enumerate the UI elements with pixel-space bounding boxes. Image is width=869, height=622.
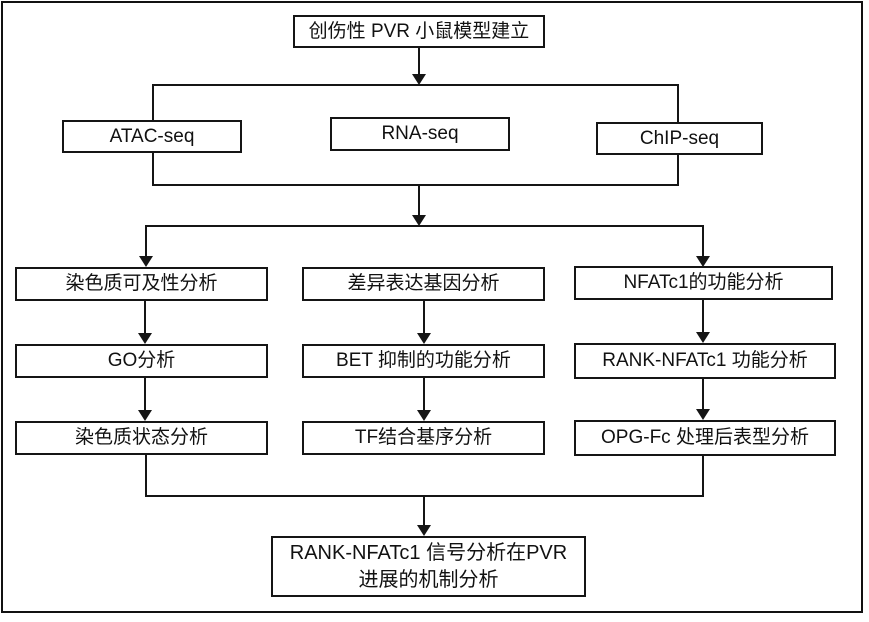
connector-merge-left — [145, 455, 147, 497]
node-chip-seq-label: ChIP-seq — [639, 127, 720, 149]
node-rank-nfatc1-function: RANK-NFATc1 功能分析 — [574, 343, 836, 379]
node-go-analysis: GO分析 — [15, 344, 268, 378]
node-nfatc1-function: NFATc1的功能分析 — [574, 266, 833, 300]
connector-mid1-mid2 — [423, 301, 425, 333]
connector-group-to-split — [418, 186, 420, 216]
node-tf-motif-label: TF结合基序分析 — [354, 427, 493, 449]
arrowhead-right1-right2 — [696, 332, 710, 343]
node-chromatin-accessibility: 染色质可及性分析 — [15, 267, 268, 301]
node-chip-seq: ChIP-seq — [596, 122, 763, 155]
arrowhead-group-to-split — [412, 215, 426, 226]
node-rna-seq-label: RNA-seq — [381, 123, 459, 145]
outer-frame — [1, 1, 863, 613]
node-atac-seq: ATAC-seq — [62, 120, 242, 153]
connector-merge-horizontal — [145, 495, 704, 497]
connector-split-left — [145, 225, 147, 256]
connector-right1-right2 — [702, 300, 704, 332]
connector-split-horizontal — [145, 225, 704, 227]
node-model-establishment: 创伤性 PVR 小鼠模型建立 — [293, 15, 545, 48]
node-chromatin-accessibility-label: 染色质可及性分析 — [65, 273, 218, 295]
node-rna-seq: RNA-seq — [330, 117, 510, 151]
node-opg-fc-phenotype-label: OPG-Fc 处理后表型分析 — [601, 427, 809, 449]
node-bet-inhibition-label: BET 抑制的功能分析 — [336, 350, 511, 372]
node-go-analysis-label: GO分析 — [107, 350, 176, 372]
arrowhead-top-to-group — [412, 74, 426, 85]
arrowhead-left1-left2 — [138, 333, 152, 344]
connector-split-right — [702, 225, 704, 256]
arrowhead-right2-right3 — [696, 409, 710, 420]
arrowhead-mid2-mid3 — [417, 410, 431, 421]
node-atac-seq-label: ATAC-seq — [109, 125, 195, 147]
arrowhead-left2-left3 — [138, 410, 152, 421]
node-rank-nfatc1-function-label: RANK-NFATc1 功能分析 — [602, 350, 808, 372]
connector-merge-right — [702, 456, 704, 497]
connector-merge-to-final — [423, 497, 425, 526]
connector-mid2-mid3 — [423, 378, 425, 410]
node-chromatin-state: 染色质状态分析 — [15, 421, 268, 455]
node-bet-inhibition: BET 抑制的功能分析 — [302, 344, 545, 378]
arrowhead-merge-to-final — [417, 525, 431, 536]
arrowhead-split-right — [696, 256, 710, 267]
connector-right2-right3 — [702, 379, 704, 409]
connector-left1-left2 — [144, 301, 146, 333]
connector-top-to-group — [418, 48, 420, 75]
node-model-establishment-label: 创伤性 PVR 小鼠模型建立 — [308, 20, 530, 42]
node-final-mechanism-line2: 进展的机制分析 — [358, 568, 499, 591]
arrowhead-split-left — [139, 256, 153, 267]
node-chromatin-state-label: 染色质状态分析 — [74, 427, 208, 449]
node-final-mechanism: RANK-NFATc1 信号分析在PVR 进展的机制分析 — [271, 536, 586, 597]
node-tf-motif: TF结合基序分析 — [302, 421, 545, 455]
connector-left2-left3 — [144, 378, 146, 410]
node-final-mechanism-line1: RANK-NFATc1 信号分析在PVR — [289, 541, 568, 564]
node-differential-expression-label: 差异表达基因分析 — [347, 273, 500, 295]
node-nfatc1-function-label: NFATc1的功能分析 — [623, 272, 784, 294]
node-opg-fc-phenotype: OPG-Fc 处理后表型分析 — [574, 420, 836, 456]
arrowhead-mid1-mid2 — [417, 333, 431, 344]
node-differential-expression: 差异表达基因分析 — [302, 267, 545, 301]
